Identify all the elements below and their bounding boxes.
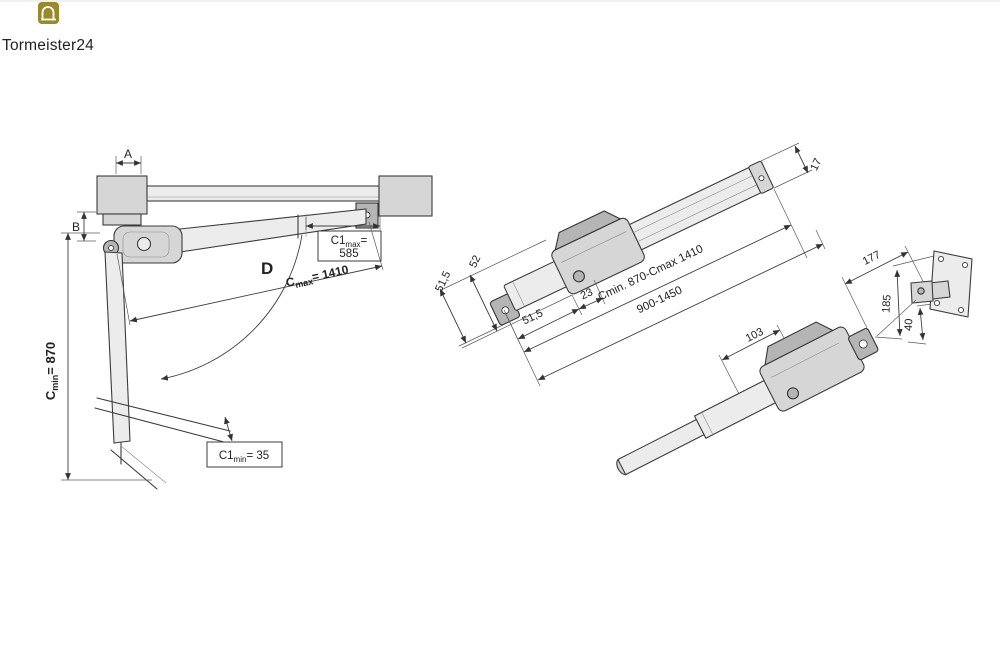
dim-23-label: 23 bbox=[579, 286, 595, 302]
rear-fixing-hole bbox=[758, 175, 765, 182]
rear-clevis-pin bbox=[858, 339, 868, 349]
release-lever-2 bbox=[786, 387, 800, 400]
hinge-post bbox=[96, 175, 148, 215]
dim-52-label: 52 bbox=[467, 254, 483, 270]
wall-block bbox=[378, 175, 433, 217]
bracket-pin bbox=[917, 287, 925, 295]
wall-mount-bracket bbox=[876, 250, 973, 337]
actuator-bottom-iso bbox=[616, 321, 879, 476]
cmax-label: Cmax= 1410 bbox=[285, 262, 351, 291]
dim-40-label: 40 bbox=[903, 318, 916, 331]
brand-name: Tormeister24 bbox=[2, 37, 94, 54]
dim-177-label: 177 bbox=[861, 249, 883, 268]
iso-upper-dimensions bbox=[439, 142, 826, 387]
guide-rail bbox=[628, 166, 764, 251]
hinge-post-foot bbox=[102, 213, 142, 226]
outer-tube bbox=[693, 378, 780, 440]
dim-a-label: A bbox=[124, 147, 132, 161]
piston-rod bbox=[617, 417, 709, 476]
gate-bottom-edge bbox=[96, 397, 231, 432]
front-clevis-pin bbox=[501, 306, 510, 315]
front-view-dimensions bbox=[61, 156, 384, 481]
gate-arch-icon bbox=[41, 6, 55, 20]
gate-logo-icon bbox=[38, 2, 59, 24]
dim-b-label: B bbox=[72, 220, 80, 234]
dim-51-5-front-label: 51,5 bbox=[433, 269, 453, 294]
gate-leaf-open bbox=[104, 251, 131, 444]
brand-logo: Tormeister24 bbox=[2, 2, 94, 54]
dim-17-label: 17 bbox=[808, 157, 824, 173]
dim-103-label: 103 bbox=[744, 326, 766, 345]
c1max-value: 585 bbox=[339, 248, 358, 260]
dim-51-5-side-label: 51,5 bbox=[520, 307, 545, 327]
cmin-label: Cmin= 870 bbox=[43, 342, 60, 400]
gate-beam bbox=[146, 185, 380, 202]
front-view-parts bbox=[94, 175, 433, 490]
swing-angle-label: D bbox=[261, 259, 273, 278]
dim-185-label: 185 bbox=[880, 294, 893, 313]
swing-arc bbox=[160, 234, 303, 381]
c1max-label: C1max= bbox=[331, 235, 368, 249]
c1min-label-box bbox=[206, 441, 283, 468]
c1min-label: C1min= 35 bbox=[219, 450, 269, 464]
actuator-top-iso bbox=[489, 160, 774, 326]
c1max-label-box bbox=[317, 230, 382, 262]
ground-edge bbox=[94, 407, 225, 443]
mount-range-label: 900-1450 bbox=[635, 284, 684, 316]
release-knob-plan bbox=[136, 236, 152, 252]
